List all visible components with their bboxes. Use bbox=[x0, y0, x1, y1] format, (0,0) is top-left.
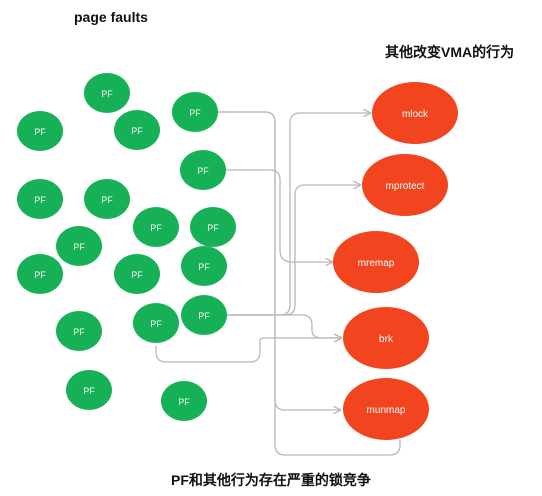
lock-contention-caption: PF和其他行为存在严重的锁竞争 bbox=[171, 472, 371, 488]
vma-op-ellipse bbox=[372, 82, 458, 144]
pf-node: PF bbox=[161, 381, 207, 421]
pf-node: PF bbox=[133, 207, 179, 247]
pf-node-circle bbox=[133, 303, 179, 343]
pf-node-circle bbox=[56, 311, 102, 351]
vma-operations: mlock mprotect mremap brk munmap bbox=[333, 82, 458, 440]
pf-node-circle bbox=[133, 207, 179, 247]
pf-node: PF bbox=[133, 303, 179, 343]
vma-operations-title: 其他改变VMA的行为 bbox=[385, 44, 515, 60]
pf-node-label: PF bbox=[34, 195, 46, 205]
vma-op-brk: brk bbox=[343, 307, 429, 369]
pf-node: PF bbox=[56, 311, 102, 351]
pf-node: PF bbox=[180, 150, 226, 190]
pf-node-label: PF bbox=[101, 195, 113, 205]
pf-node-circle bbox=[181, 246, 227, 286]
pf-node-label: PF bbox=[207, 223, 219, 233]
pf-node-circle bbox=[17, 254, 63, 294]
pf-node-label: PF bbox=[34, 270, 46, 280]
pf-node: PF bbox=[181, 246, 227, 286]
pf-node-circle bbox=[66, 370, 112, 410]
pf-node-circle bbox=[84, 179, 130, 219]
vma-op-munmap: munmap bbox=[343, 378, 429, 440]
vma-op-mprotect: mprotect bbox=[362, 154, 448, 216]
vma-op-label: mprotect bbox=[386, 181, 425, 192]
vma-op-ellipse bbox=[362, 154, 448, 216]
pf-node: PF bbox=[190, 207, 236, 247]
pf-node: PF bbox=[17, 254, 63, 294]
pf-node-label: PF bbox=[150, 223, 162, 233]
pf-node-circle bbox=[161, 381, 207, 421]
vma-op-label: mlock bbox=[402, 109, 429, 120]
pf-node-label: PF bbox=[131, 126, 143, 136]
pf-node-label: PF bbox=[150, 319, 162, 329]
pf-node: PF bbox=[84, 73, 130, 113]
vma-op-label: munmap bbox=[367, 405, 406, 416]
pf-node-label: PF bbox=[73, 242, 85, 252]
pf-node: PF bbox=[17, 111, 63, 151]
pf-node-circle bbox=[114, 110, 160, 150]
vma-op-ellipse bbox=[343, 378, 429, 440]
pf-node-label: PF bbox=[73, 327, 85, 337]
pf-node: PF bbox=[172, 92, 218, 132]
pf-node: PF bbox=[17, 179, 63, 219]
vma-op-ellipse bbox=[333, 231, 419, 293]
vma-op-mremap: mremap bbox=[333, 231, 419, 293]
connector-line bbox=[226, 314, 341, 338]
pf-node-circle bbox=[84, 73, 130, 113]
pf-node: PF bbox=[84, 179, 130, 219]
pf-node-circle bbox=[190, 207, 236, 247]
connectors bbox=[155, 111, 401, 456]
connector-line bbox=[155, 338, 341, 363]
page-fault-nodes: PF PF PF PF PF PF PF PF PF PF PF PF PF PF PF PF PF PF bbox=[17, 73, 236, 421]
vma-op-mlock: mlock bbox=[372, 82, 458, 144]
pf-node-circle bbox=[17, 111, 63, 151]
pf-node-circle bbox=[114, 254, 160, 294]
pf-node-label: PF bbox=[189, 108, 201, 118]
vma-op-ellipse bbox=[343, 307, 429, 369]
pf-node-circle bbox=[56, 226, 102, 266]
vma-op-label: mremap bbox=[358, 258, 395, 269]
pf-node-circle bbox=[181, 295, 227, 335]
pf-node-label: PF bbox=[198, 311, 210, 321]
pf-node-circle bbox=[180, 150, 226, 190]
pf-node-label: PF bbox=[131, 270, 143, 280]
pf-node-label: PF bbox=[101, 89, 113, 99]
pf-node: PF bbox=[181, 295, 227, 335]
vma-op-label: brk bbox=[379, 334, 394, 345]
pf-node-label: PF bbox=[34, 127, 46, 137]
pf-node-label: PF bbox=[198, 262, 210, 272]
pf-node-circle bbox=[172, 92, 218, 132]
pf-node-circle bbox=[17, 179, 63, 219]
pf-node: PF bbox=[56, 226, 102, 266]
pf-node-label: PF bbox=[83, 386, 95, 396]
pf-node: PF bbox=[114, 110, 160, 150]
pf-node-label: PF bbox=[178, 397, 190, 407]
connector-line bbox=[218, 111, 401, 456]
pf-node: PF bbox=[66, 370, 112, 410]
connector-line bbox=[218, 111, 340, 410]
pf-node-label: PF bbox=[197, 166, 209, 176]
connector-line bbox=[224, 169, 332, 262]
page-faults-title: page faults bbox=[74, 9, 148, 25]
pf-node: PF bbox=[114, 254, 160, 294]
